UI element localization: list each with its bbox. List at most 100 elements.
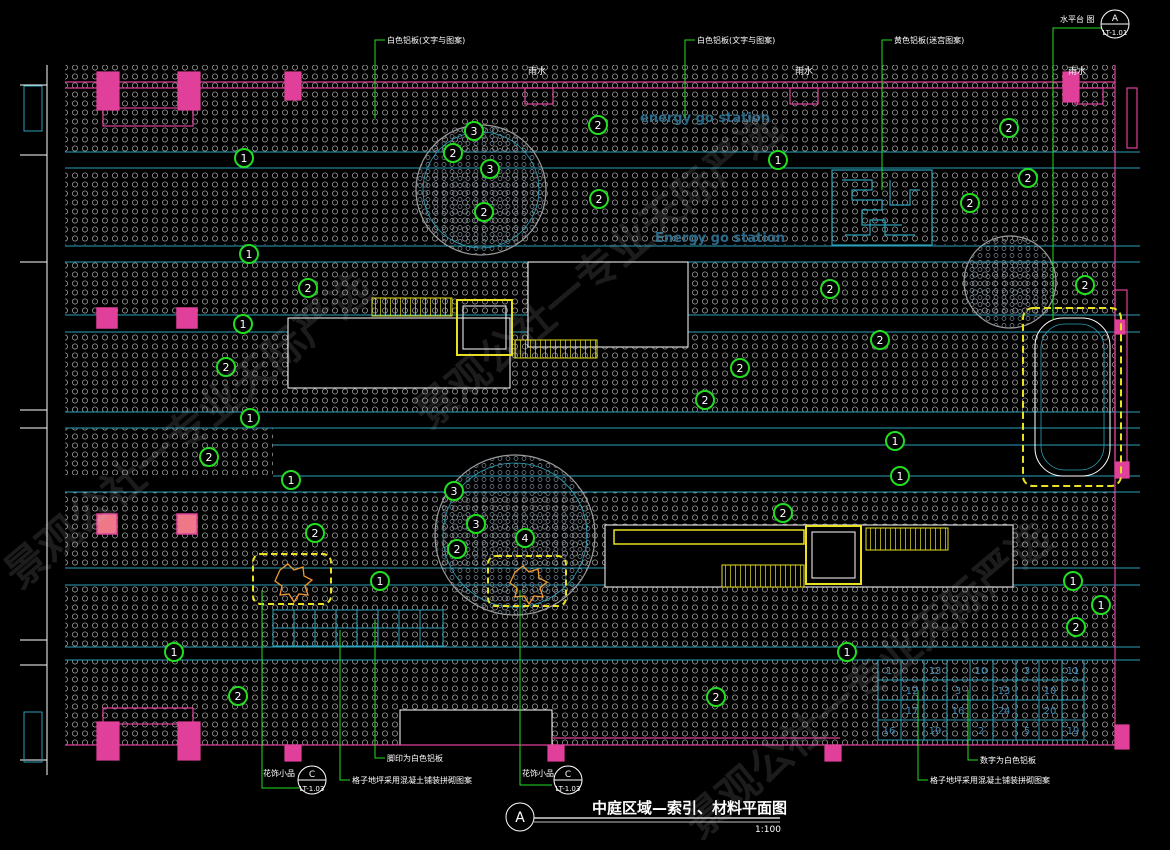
marker-number: 2: [454, 543, 461, 556]
marker-1: 1: [164, 642, 184, 662]
grid-number: 2: [978, 726, 984, 737]
grid-number: 17: [906, 706, 919, 717]
callout-top-2: 白色铝板(文字与图案): [697, 35, 775, 45]
marker-number: 2: [780, 507, 787, 520]
marker-number: 3: [473, 518, 480, 531]
marker-3: 3: [464, 121, 484, 141]
svg-text:C: C: [309, 770, 315, 780]
marker-2: 2: [870, 330, 890, 350]
marker-3: 3: [444, 481, 464, 501]
marker-1: 1: [233, 314, 253, 334]
marker-number: 2: [967, 197, 974, 210]
marker-2: 2: [820, 279, 840, 299]
right-edge: [1114, 65, 1138, 745]
leader-lines: [261, 27, 1102, 789]
marker-2: 2: [1018, 168, 1038, 188]
drawing-title: 中庭区域—索引、材料平面图: [592, 799, 787, 817]
marker-number: 3: [451, 485, 458, 498]
grid-number: 16: [883, 726, 896, 737]
grid-number: 1: [886, 666, 892, 677]
grid-number: 11: [1067, 666, 1080, 677]
marker-1: 1: [234, 148, 254, 168]
marker-2: 2: [589, 189, 609, 209]
marker-number: 1: [377, 575, 384, 588]
marker-number: 1: [288, 474, 295, 487]
marker-2: 2: [1075, 275, 1095, 295]
svg-text:A: A: [1112, 14, 1119, 24]
marker-2: 2: [999, 118, 1019, 138]
marker-number: 1: [897, 470, 904, 483]
grid-number: 3: [1024, 666, 1030, 677]
callout-bottom-1: 格子地坪采用混凝土铺装拼砌图案: [352, 775, 472, 785]
marker-number: 2: [481, 206, 488, 219]
marker-1: 1: [768, 150, 788, 170]
marker-number: 2: [1082, 279, 1089, 292]
paving-lettering: energy go station Energy go station: [640, 111, 785, 246]
marker-1: 1: [281, 470, 301, 490]
marker-number: 1: [241, 152, 248, 165]
marker-number: 1: [1098, 599, 1105, 612]
circle-feature-right: [963, 235, 1057, 329]
svg-text:LT-1.03: LT-1.03: [556, 785, 581, 793]
marker-number: 2: [737, 362, 744, 375]
marker-number: 2: [312, 527, 319, 540]
svg-text:LT-1.01: LT-1.01: [1103, 29, 1128, 37]
marker-2: 2: [588, 115, 608, 135]
footprint-grid: [272, 609, 444, 647]
flower-features: [252, 553, 567, 607]
marker-1: 1: [837, 642, 857, 662]
marker-1: 1: [890, 466, 910, 486]
marker-number: 2: [305, 282, 312, 295]
marker-number: 2: [877, 334, 884, 347]
marker-number: 2: [702, 394, 709, 407]
svg-text:LT-1.03: LT-1.03: [300, 785, 325, 793]
number-grid: [877, 659, 1085, 741]
marker-number: 2: [596, 193, 603, 206]
marker-number: 2: [235, 690, 242, 703]
paving-text-lower: Energy go station: [655, 231, 785, 246]
marker-number: 2: [713, 691, 720, 704]
marker-1: 1: [885, 431, 905, 451]
marker-number: 3: [471, 125, 478, 138]
title-block: A 中庭区域—索引、材料平面图 1:100: [505, 799, 787, 835]
svg-text:花饰小品: 花饰小品: [263, 768, 295, 778]
marker-2: 2: [960, 193, 980, 213]
paving-text-top: energy go station: [640, 111, 770, 126]
ref-bubble-top-right: 水平台 图 A LT-1.01: [1060, 9, 1130, 39]
marker-2: 2: [474, 202, 494, 222]
svg-text:C: C: [565, 770, 571, 780]
marker-number: 4: [522, 532, 529, 545]
marker-2: 2: [773, 503, 793, 523]
grid-number: 13: [998, 686, 1011, 697]
marker-1: 1: [240, 408, 260, 428]
marker-2: 2: [305, 523, 325, 543]
drain-labels: 雨水 雨水 雨水: [528, 65, 1086, 77]
marker-2: 2: [730, 358, 750, 378]
marker-1: 1: [239, 244, 259, 264]
grid-number: 3: [955, 686, 961, 697]
building-edge-bottom: [65, 707, 1130, 762]
marker-2: 2: [199, 447, 219, 467]
marker-2: 2: [695, 390, 715, 410]
marker-2: 2: [228, 686, 248, 706]
plaza-voids: [287, 261, 1014, 746]
marker-2: 2: [216, 357, 236, 377]
marker-number: 1: [892, 435, 899, 448]
marker-number: 1: [246, 248, 253, 261]
marker-number: 3: [487, 163, 494, 176]
marker-number: 1: [1070, 575, 1077, 588]
callouts: 白色铝板(文字与图案) 白色铝板(文字与图案) 黄色铝板(迷宫图案) 格子地坪采…: [352, 35, 1050, 785]
marker-2: 2: [443, 143, 463, 163]
marker-number: 2: [1073, 621, 1080, 634]
section-marker: A: [515, 810, 525, 826]
circle-feature-top: [415, 124, 547, 256]
marker-number: 1: [844, 646, 851, 659]
marker-2: 2: [447, 539, 467, 559]
marker-1: 1: [1091, 595, 1111, 615]
drain-label: 雨水: [795, 65, 813, 77]
svg-text:花饰小品: 花饰小品: [522, 768, 554, 778]
columns: [96, 307, 198, 535]
